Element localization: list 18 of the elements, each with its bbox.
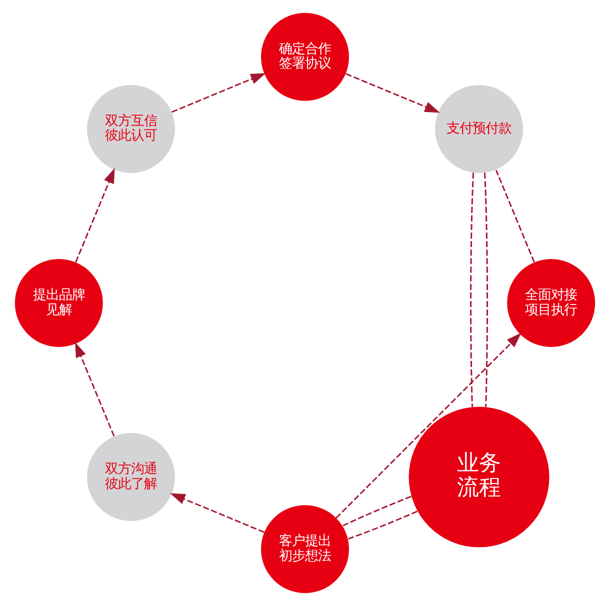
node-circle: 双方沟通彼此了解: [86, 433, 174, 522]
arrow: [170, 493, 264, 533]
node-circle: 确定合作签署协议: [260, 12, 348, 101]
connector: [348, 510, 418, 540]
connector: [470, 172, 474, 408]
arrow: [170, 73, 266, 113]
node-circle: 提出品牌见解: [14, 259, 102, 347]
arrow: [74, 168, 114, 262]
node-circle: 业务流程: [408, 406, 549, 548]
arrow: [74, 342, 114, 437]
arrow: [335, 332, 521, 518]
node-circle: 支付预付款: [434, 84, 523, 173]
node-circle: 客户提出初步想法: [260, 505, 348, 594]
node-circle: 双方互信彼此认可: [86, 84, 174, 173]
arrow: [345, 73, 440, 113]
connector: [484, 172, 488, 408]
connector: [342, 496, 411, 526]
connector: [494, 170, 534, 262]
